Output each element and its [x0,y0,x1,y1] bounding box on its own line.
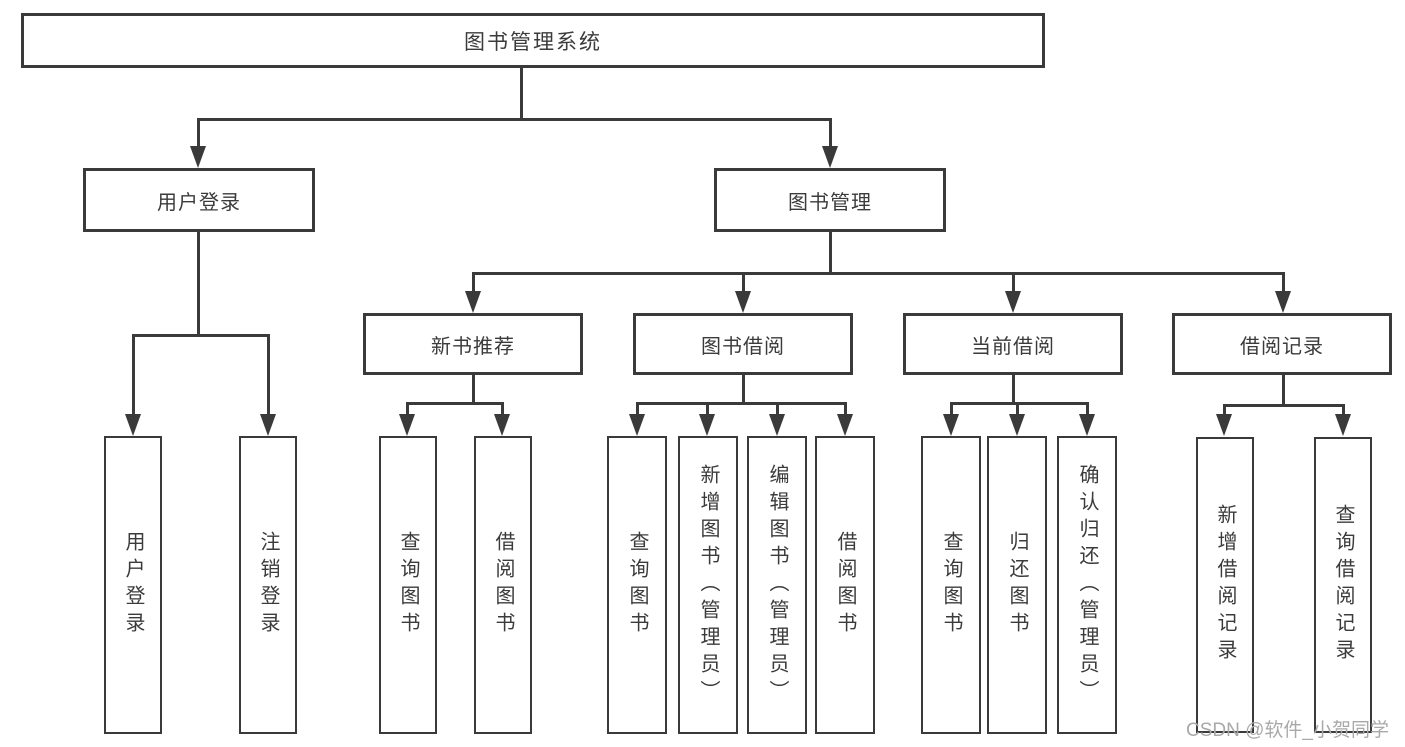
arrow-down-icon [260,414,276,436]
connector-line [1282,373,1285,406]
connector-line [197,118,831,121]
connector-line [1282,272,1285,294]
leaf-confirm-return-admin: 确认归还（管理员） [1057,436,1117,734]
connector-line [472,272,475,294]
arrow-down-icon [769,414,785,436]
connector-line [520,66,523,119]
node-borrowing-records-label: 借阅记录 [1240,335,1324,358]
leaf-edit-book-admin: 编辑图书（管理员） [747,436,807,734]
leaf-query-book-current: 查询图书 [921,436,981,734]
leaf-query-borrow-record: 查询借阅记录 [1314,437,1372,733]
arrow-down-icon [465,291,481,313]
connector-line [1012,373,1015,404]
node-current-borrowing-label: 当前借阅 [971,335,1055,358]
connector-line [706,402,709,418]
node-library-system: 图书管理系统 [21,13,1045,68]
connector-line [472,373,475,404]
leaf-add-borrow-record-label: 新增借阅记录 [1214,504,1236,666]
connector-line [406,402,504,405]
leaf-logout: 注销登录 [239,436,297,734]
node-book-borrowing: 图书借阅 [633,313,853,375]
leaf-borrow-book-recommend: 借阅图书 [474,436,532,734]
leaf-query-book-recommend-label: 查询图书 [397,531,419,639]
watermark: CSDN @软件_小贺同学 [1186,720,1389,741]
arrow-down-icon [494,414,510,436]
leaf-user-login: 用户登录 [104,436,162,734]
connector-line [1012,272,1015,294]
connector-line [636,402,639,418]
arrow-down-icon [1216,414,1232,436]
connector-line [1223,404,1344,407]
arrow-down-icon [1275,291,1291,313]
leaf-add-book-admin-label: 新增图书（管理员） [697,463,719,707]
node-book-management-label: 图书管理 [788,191,872,214]
arrow-down-icon [735,291,751,313]
leaf-confirm-return-admin-label: 确认归还（管理员） [1076,463,1098,707]
arrow-down-icon [699,414,715,436]
leaf-query-book-current-label: 查询图书 [940,531,962,639]
leaf-return-book: 归还图书 [987,436,1047,734]
leaf-borrow-book: 借阅图书 [815,436,875,734]
connector-line [950,402,953,418]
leaf-return-book-label: 归还图书 [1006,531,1028,639]
connector-line [132,334,270,337]
node-new-book-recommend: 新书推荐 [363,313,583,375]
connector-line [742,272,745,294]
connector-line [829,230,832,274]
connector-line [776,402,779,418]
connector-line [1086,402,1089,418]
connector-line [636,402,846,405]
leaf-query-book-recommend: 查询图书 [379,436,437,734]
node-user-login-label: 用户登录 [157,191,241,214]
node-book-borrowing-label: 图书借阅 [701,335,785,358]
leaf-query-book-borrowing: 查询图书 [607,436,667,734]
connector-line [742,373,745,404]
node-library-system-label: 图书管理系统 [464,30,602,54]
node-borrowing-records: 借阅记录 [1172,313,1392,375]
arrow-down-icon [943,414,959,436]
arrow-down-icon [1009,414,1025,436]
arrow-down-icon [822,146,838,168]
node-new-book-recommend-label: 新书推荐 [431,335,515,358]
connector-line [406,402,409,418]
leaf-borrow-book-recommend-label: 借阅图书 [492,531,514,639]
connector-line [197,230,200,336]
connector-line [1223,404,1226,418]
arrow-down-icon [190,146,206,168]
arrow-down-icon [629,414,645,436]
leaf-logout-label: 注销登录 [257,531,279,639]
node-user-login: 用户登录 [83,168,315,232]
connector-line [501,402,504,418]
arrow-down-icon [1335,414,1351,436]
leaf-query-borrow-record-label: 查询借阅记录 [1332,504,1354,666]
arrow-down-icon [399,414,415,436]
arrow-down-icon [837,414,853,436]
connector-line [1342,404,1345,418]
connector-line [950,402,1088,405]
leaf-add-book-admin: 新增图书（管理员） [678,436,738,734]
connector-line [1016,402,1019,418]
leaf-user-login-label: 用户登录 [122,531,144,639]
leaf-query-book-borrowing-label: 查询图书 [626,531,648,639]
arrow-down-icon [125,414,141,436]
arrow-down-icon [1005,291,1021,313]
leaf-borrow-book-label: 借阅图书 [834,531,856,639]
connector-line [844,402,847,418]
leaf-edit-book-admin-label: 编辑图书（管理员） [766,463,788,707]
leaf-add-borrow-record: 新增借阅记录 [1196,437,1254,733]
node-current-borrowing: 当前借阅 [903,313,1123,375]
connector-line [829,118,832,150]
connector-line [132,334,135,418]
node-book-management: 图书管理 [714,168,946,232]
connector-line [267,334,270,418]
arrow-down-icon [1079,414,1095,436]
connector-line [472,272,1285,275]
connector-line [197,118,200,150]
